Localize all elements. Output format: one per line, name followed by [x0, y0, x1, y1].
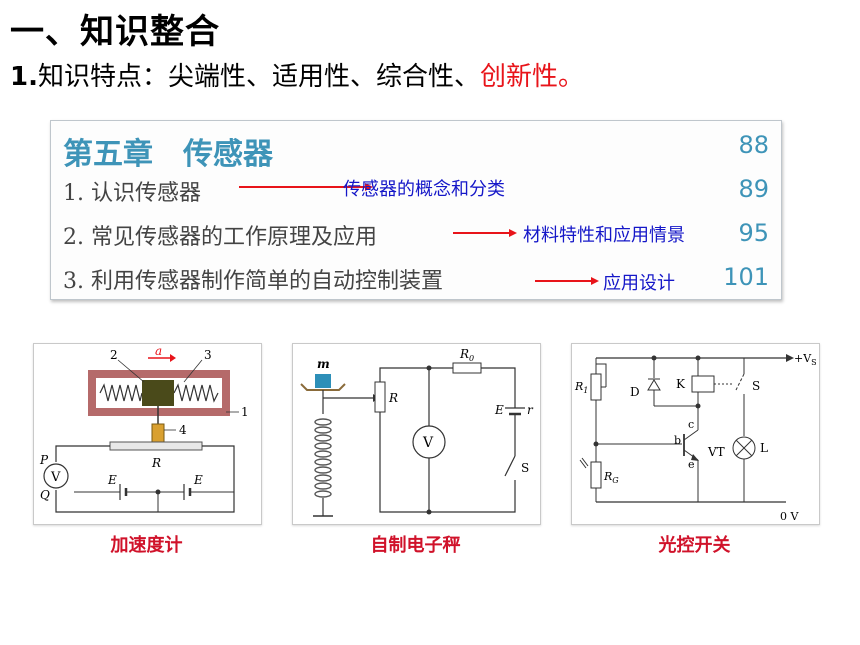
accelerometer-label-4: 4	[179, 423, 187, 437]
light-switch-label-vs: +VS	[794, 352, 817, 367]
accelerometer-label-E2: E	[193, 473, 203, 487]
scale-voltmeter-label: V	[422, 435, 434, 451]
scale-label-R: R	[388, 391, 398, 405]
light-switch-label-rg: RG	[603, 470, 619, 485]
toc-arrow-1	[239, 183, 373, 191]
light-switch-label-c: c	[688, 418, 694, 431]
scale-label-R0: R0	[459, 347, 474, 363]
accelerometer-label-3: 3	[204, 348, 212, 362]
accelerometer-label-2: 2	[110, 348, 118, 362]
page-title: 一、知识整合	[10, 12, 220, 52]
light-switch-label-d: D	[630, 385, 640, 399]
scale-caption: 自制电子秤	[370, 535, 461, 556]
accelerometer-label-Q: Q	[40, 488, 50, 502]
accelerometer-label-a: a	[155, 344, 162, 358]
toc-item-1-note: 传感器的概念和分类	[343, 179, 505, 200]
toc-item-2-label: 2. 常见传感器的工作原理及应用	[63, 225, 377, 250]
accelerometer-caption: 加速度计	[110, 535, 183, 556]
accelerometer-label-R: R	[151, 456, 161, 470]
accelerometer-voltmeter-label: V	[50, 470, 61, 485]
scale-label-r: r	[527, 403, 534, 417]
accelerometer-label-E1: E	[107, 473, 117, 487]
features-highlight: 创新性。	[479, 62, 584, 92]
toc-item-1-label: 1. 认识传感器	[63, 181, 201, 206]
scale-label-S: S	[521, 461, 529, 475]
toc-arrow-3	[535, 277, 599, 285]
toc-box: 第五章 传感器 88 1. 认识传感器 传感器的概念和分类 89 2. 常见传感…	[50, 120, 782, 300]
light-switch-circuit: +VS 0 V	[574, 352, 817, 523]
scale-diagram: V m R R0 E r S	[292, 343, 541, 525]
light-switch-label-b: b	[674, 434, 681, 447]
light-switch-label-l: L	[760, 441, 768, 455]
knowledge-features: 1.知识特点：尖端性、适用性、综合性、创新性。	[10, 56, 584, 93]
light-switch-caption: 光控开关	[658, 535, 731, 556]
light-switch-label-e: e	[688, 458, 695, 471]
accelerometer-circuit: V 2 a 3 1 4 R P Q E E	[39, 344, 249, 513]
scale-circuit: V m R R0 E r S	[300, 347, 534, 517]
toc-item-1-page: 89	[738, 175, 769, 203]
scale-label-m: m	[317, 357, 330, 371]
toc-item-2-note: 材料特性和应用情景	[523, 225, 685, 246]
toc-item-3-label: 3. 利用传感器制作简单的自动控制装置	[63, 269, 443, 294]
accelerometer-diagram: V 2 a 3 1 4 R P Q E E	[33, 343, 262, 525]
scale-label-E: E	[494, 403, 504, 417]
toc-item-3-page: 101	[723, 263, 769, 291]
features-text: 知识特点：尖端性、适用性、综合性、	[37, 62, 480, 92]
light-switch-label-s: S	[752, 379, 760, 393]
light-switch-label-vt: VT	[707, 445, 725, 459]
toc-item-2-page: 95	[738, 219, 769, 247]
light-switch-label-k: K	[676, 377, 686, 391]
light-switch-label-r1: R1	[574, 380, 588, 395]
light-switch-diagram: +VS 0 V	[571, 343, 820, 525]
accelerometer-label-1: 1	[241, 405, 249, 419]
toc-chapter-title: 第五章 传感器	[63, 137, 273, 172]
accelerometer-label-P: P	[39, 453, 49, 467]
toc-chapter-page: 88	[738, 131, 769, 159]
light-switch-label-0v: 0 V	[780, 510, 799, 523]
toc-arrow-2	[453, 229, 517, 237]
toc-item-3-note: 应用设计	[603, 273, 675, 294]
features-prefix: 1.	[10, 62, 38, 92]
